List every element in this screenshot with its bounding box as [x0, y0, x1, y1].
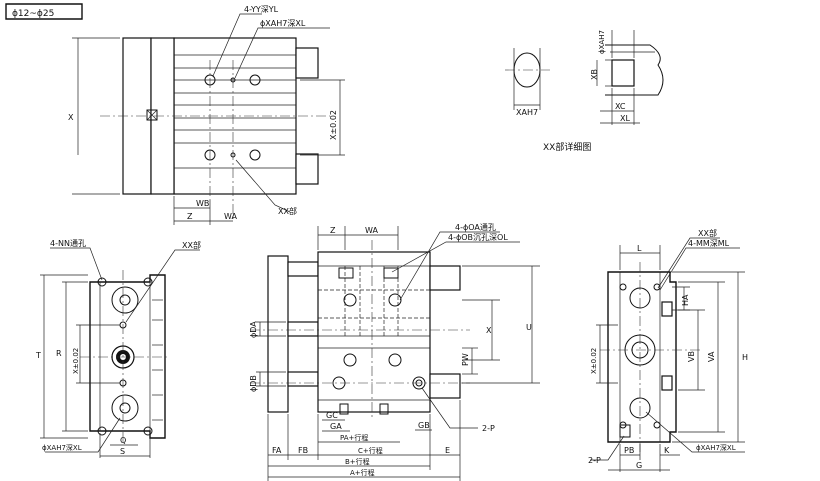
top-callout-xa: ϕXAH7深XL — [260, 19, 306, 28]
front-callout-ob: 4-ϕOB沉孔深OL — [448, 233, 508, 242]
front-dim-z: Z — [330, 226, 336, 235]
front-dim-gb: GB — [418, 421, 430, 430]
range-label: ϕ12~ϕ25 — [12, 9, 54, 19]
front-dim-fb: FB — [298, 446, 308, 455]
top-callout-yy: 4-YY深YL — [244, 5, 279, 14]
front-dim-ga: GA — [330, 422, 342, 431]
front-dim-c: C+行程 — [358, 446, 383, 455]
left-side-view: 4-NN通孔 XX部 T R X±0.02 Q S ϕXAH7深XL — [35, 238, 201, 458]
top-dim-z: Z — [187, 212, 193, 221]
detail-dim-xa-vert: ϕXAH7 — [598, 30, 606, 54]
front-dim-pa: PA+行程 — [340, 433, 368, 442]
right-dim-l: L — [637, 244, 642, 253]
front-dim-db: ϕDB — [249, 375, 258, 392]
detail-dim-xl: XL — [620, 114, 630, 123]
top-view: 4-YY深YL ϕXAH7深XL X X±0.02 WB Z WA XX部 — [68, 5, 345, 225]
detail-caption: XX部详细图 — [543, 141, 591, 153]
detail-dim-xc: XC — [615, 102, 626, 111]
front-dim-x: X — [486, 326, 492, 335]
front-dim-b: B+行程 — [345, 457, 370, 466]
left-callout-xx: XX部 — [182, 240, 201, 250]
right-dim-x002: X±0.02 — [590, 348, 598, 374]
front-dim-u: U — [526, 323, 532, 332]
right-dim-ha: HA — [681, 294, 690, 306]
top-dim-wb: WB — [196, 199, 209, 208]
top-callout-xx: XX部 — [278, 206, 297, 216]
left-callout-nn: 4-NN通孔 — [50, 238, 86, 248]
right-callout-xa: ϕXAH7深XL — [696, 443, 736, 452]
detail-dim-xa-h7: XAH7 — [516, 108, 538, 117]
left-dim-r: R — [56, 349, 62, 358]
right-dim-h: H — [742, 353, 748, 362]
right-dim-g: G — [636, 461, 642, 470]
front-dim-pw: PW — [461, 353, 470, 366]
front-callout-oa: 4-ϕOA通孔 — [455, 222, 496, 232]
right-callout-2p: 2-P — [588, 456, 601, 465]
right-callout-mm: 4-MM深ML — [688, 239, 730, 248]
left-dim-t: T — [35, 351, 41, 360]
right-dim-vb: VB — [687, 351, 696, 362]
right-dim-pb: PB — [624, 446, 634, 455]
left-dim-x002: X±0.02 — [72, 348, 80, 374]
right-dim-va: VA — [707, 351, 716, 362]
front-dim-wa: WA — [365, 226, 378, 235]
left-dim-s: S — [120, 447, 125, 456]
top-dim-x002: X±0.02 — [329, 110, 338, 140]
top-dim-wa: WA — [224, 212, 237, 221]
front-view: Z WA 4-ϕOA通孔 4-ϕOB沉孔深OL ϕDA ϕDB X U PW G… — [249, 222, 540, 481]
right-dim-k: K — [664, 446, 670, 455]
front-dim-da: ϕDA — [249, 321, 258, 338]
detail-view: XAH7 XB ϕXAH7 XC XL XX部详细图 — [505, 30, 664, 153]
range-label-box: ϕ12~ϕ25 — [5, 3, 83, 20]
left-callout-xa: ϕXAH7深XL — [42, 443, 82, 452]
front-dim-gc: GC — [326, 411, 338, 420]
detail-dim-xb: XB — [590, 69, 599, 80]
front-dim-a: A+行程 — [350, 468, 375, 477]
front-callout-2p: 2-P — [482, 424, 495, 433]
front-dim-fa: FA — [272, 446, 282, 455]
left-dim-q: Q — [120, 436, 126, 445]
right-callout-xx: XX部 — [698, 228, 717, 238]
right-side-view: L XX部 4-MM深ML HA X±0.02 VB VA H 2-P — [588, 228, 748, 472]
top-dim-x: X — [68, 113, 74, 122]
front-dim-e: E — [445, 446, 450, 455]
